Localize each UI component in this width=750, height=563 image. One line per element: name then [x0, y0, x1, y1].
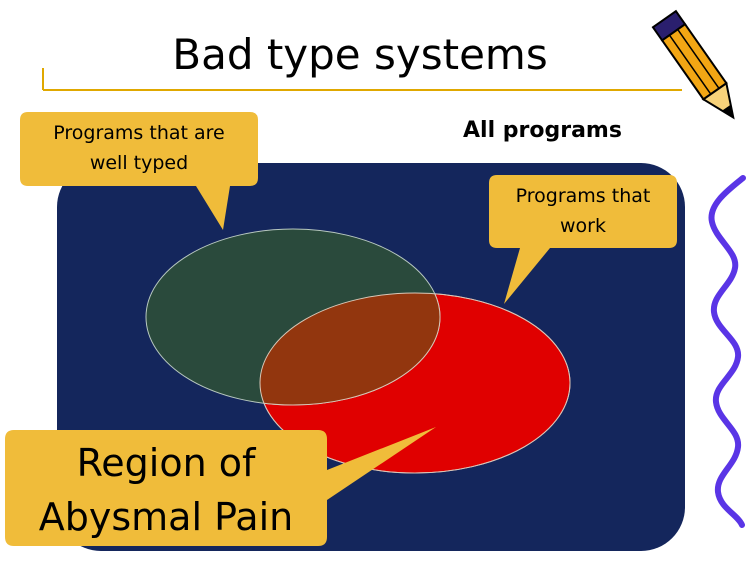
callout-work-bubble — [489, 175, 677, 304]
title-rule — [42, 68, 682, 91]
callout-work-line-2: work — [560, 215, 606, 237]
pencil-icon — [651, 9, 735, 120]
slide-title: Bad type systems — [172, 30, 548, 79]
callout-work-text: Programs that work — [489, 181, 677, 241]
callout-pain-bubble — [5, 427, 436, 546]
all-programs-label: All programs — [463, 118, 622, 143]
callout-pain-text: Region of Abysmal Pain — [5, 436, 327, 544]
callout-well-typed-line-1: Programs that are — [53, 122, 225, 144]
callout-pain-line-2: Abysmal Pain — [38, 495, 294, 539]
callout-work-line-1: Programs that — [515, 185, 651, 207]
callout-well-typed-line-2: well typed — [89, 152, 189, 174]
callout-pain-line-1: Region of — [76, 441, 256, 485]
callout-well-typed-bubble — [20, 112, 258, 230]
callout-well-typed-text: Programs that are well typed — [22, 118, 256, 178]
squiggle-decoration — [708, 175, 746, 528]
